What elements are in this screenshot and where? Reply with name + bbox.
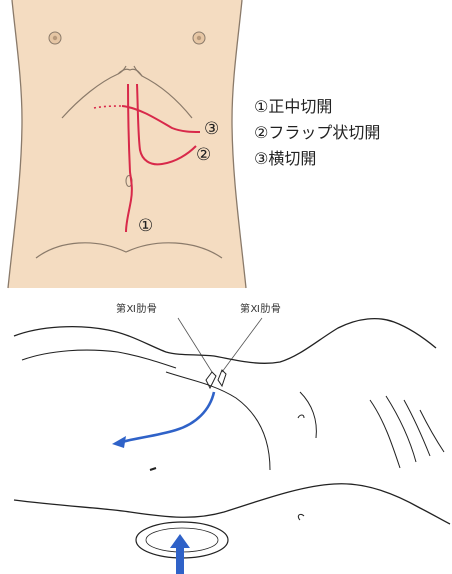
left-nipple-icon — [49, 32, 61, 44]
hip-mark — [298, 514, 304, 520]
flank-line — [166, 372, 270, 470]
marker-midline: ① — [138, 218, 153, 235]
rib-leader-left — [178, 318, 212, 372]
neck-lines — [370, 396, 444, 468]
rib-marks — [206, 370, 226, 388]
nipple-mark — [298, 415, 304, 418]
marker-transverse: ③ — [204, 121, 219, 138]
body-lower-contour — [14, 484, 450, 524]
body-upper-contour — [14, 319, 436, 364]
legend-item-flap: ②フラップ状切開 — [254, 120, 444, 146]
torso-body — [8, 0, 246, 288]
incision-arrow-curve — [122, 392, 214, 442]
incision-legend: ①正中切開 ②フラップ状切開 ③横切開 — [254, 94, 444, 172]
marker-flap: ② — [196, 147, 211, 164]
legend-item-midline: ①正中切開 — [254, 94, 444, 120]
lateral-position-illustration — [0, 286, 452, 574]
legend-item-transverse: ③横切開 — [254, 146, 444, 172]
incision-arrowhead-icon — [112, 436, 126, 448]
arm-line — [22, 350, 176, 368]
right-nipple-icon — [193, 32, 205, 44]
navel-mark — [150, 468, 156, 470]
rib-leader-right — [222, 318, 262, 372]
